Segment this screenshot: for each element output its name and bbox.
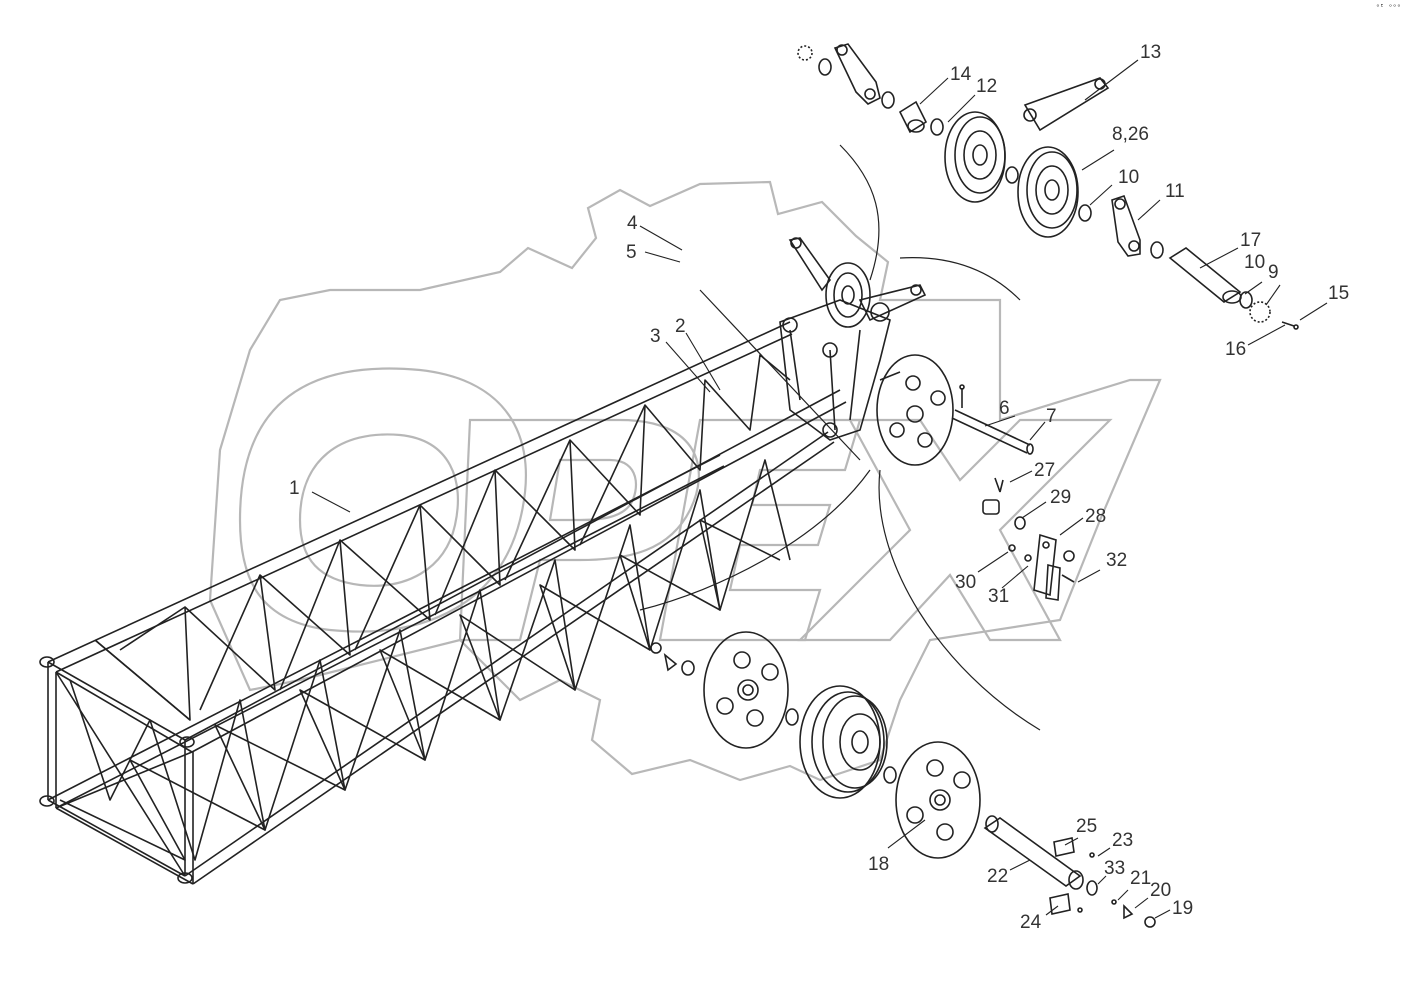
ring-12 [930,118,944,136]
ring-10-right [1239,291,1253,309]
callout-12: 12 [976,76,997,97]
callout-27: 27 [1034,460,1055,481]
callout-20: 20 [1150,880,1171,901]
callout-25: 25 [1076,816,1097,837]
callout-8-26: 8,26 [1112,124,1149,145]
boom-top-chord-left [47,321,791,663]
callout-17: 17 [1240,230,1261,251]
callout-29: 29 [1050,487,1071,508]
ring-10-top [1078,204,1092,222]
head-link-right [858,284,927,322]
callout-32: 32 [1106,550,1127,571]
opex-watermark [208,180,1162,782]
cover-9 [1249,301,1271,323]
sleeve-17 [1168,247,1242,303]
callout-9: 9 [1268,262,1279,283]
callout-1: 1 [289,478,300,499]
boom-lacing-side [69,459,791,861]
callout-15: 15 [1328,283,1349,304]
side-plate-18 [895,741,981,859]
callout-3: 3 [650,326,661,347]
callout-labels: 1 2 3 4 5 6 7 8,26 9 10 10 11 12 13 14 1… [289,42,1349,933]
callout-24: 24 [1020,912,1042,933]
head-sheave [825,262,871,328]
ring-top-2 [881,91,895,109]
callout-19: 19 [1172,898,1193,919]
pin-27-29 [982,477,1075,601]
callout-2: 2 [675,316,686,337]
pin-6 [951,384,1034,455]
callout-22: 22 [987,866,1008,887]
wire-rope-lines [639,144,1041,731]
plate-24 [1049,893,1071,915]
callout-5: 5 [626,242,637,263]
head-flange-plate [876,354,954,466]
callout-11: 11 [1165,181,1185,202]
lattice-boom-section [39,321,847,885]
head-link-left [788,237,832,292]
callout-10-right: 10 [1244,252,1265,273]
lock-plate-top [797,45,813,61]
boom-lacing-top [94,354,791,721]
callout-30: 30 [955,572,976,593]
boom-bottom-chord-left [47,454,721,801]
watermark-letter-p [458,418,700,642]
callout-6: 6 [999,398,1010,419]
callout-13: 13 [1140,42,1161,63]
link-plate-top [833,43,881,105]
bottom-sheave-train [650,631,1156,928]
watermark-letter-x [797,418,1113,642]
boom-end-frame [47,661,194,885]
top-sheave-train [797,43,1299,330]
callout-14: 14 [950,64,972,85]
callout-28: 28 [1085,506,1106,527]
boom-lacing-bottom [59,519,781,861]
callout-4: 4 [627,213,638,234]
callout-leaders [311,59,1328,919]
ring-33 [1086,880,1098,896]
plate-25 [1053,837,1075,857]
callout-10-top: 10 [1118,167,1139,188]
watermark-gear-outline [208,180,1162,782]
callout-33: 33 [1104,858,1125,879]
bolt-15-16 [1281,321,1295,327]
side-plate-bottom-left [703,631,789,749]
watermark-letter-o [238,367,528,633]
link-13 [1023,77,1110,132]
bushing-14 [898,100,928,134]
callout-18: 18 [868,854,889,875]
watermark-letter-e [658,418,862,642]
callout-7: 7 [1046,406,1057,427]
boom-bottom-chord-right [184,431,829,877]
sheave-8-26 [1017,146,1079,238]
axle-22 [983,817,1082,887]
link-11 [1111,194,1141,257]
callout-31: 31 [988,586,1009,607]
callout-21: 21 [1130,868,1151,889]
ring-top [818,58,832,76]
corner-mark: ᵒᴱ ᵒᵒᵒ [1375,3,1401,11]
callout-23: 23 [1112,830,1133,851]
boom-head-assembly [779,237,927,441]
callout-16: 16 [1225,339,1246,360]
